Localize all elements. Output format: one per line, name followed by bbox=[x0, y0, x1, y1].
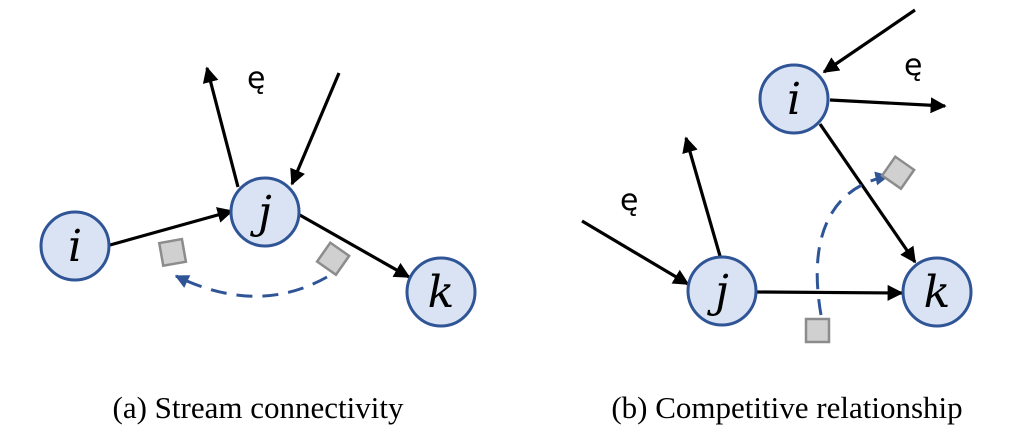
edge-b-j-out bbox=[682, 136, 722, 257]
caption-b: (b) Competitive relationship bbox=[611, 390, 962, 425]
edge-a-i-to-j bbox=[109, 207, 234, 247]
edge-label-a: ę bbox=[247, 61, 265, 96]
node-b-k-label: k bbox=[924, 267, 951, 318]
panel-b: i j k ę ę (b) Competitive relationship bbox=[581, 8, 973, 425]
edge-a-j-to-k bbox=[297, 212, 411, 279]
state-square-b-bottom bbox=[804, 317, 831, 344]
edge-b-in-j bbox=[581, 219, 690, 286]
panel-a: i j k ę (a) Stream connectivity bbox=[39, 61, 477, 425]
edge-b-j-to-k bbox=[756, 284, 904, 301]
edge-label-b-left: ę bbox=[620, 183, 638, 218]
edge-a-j-out bbox=[202, 66, 240, 188]
state-square-a-right bbox=[315, 240, 351, 277]
node-b-j bbox=[686, 255, 758, 327]
edge-b-i-to-k bbox=[818, 123, 917, 264]
node-a-k bbox=[405, 256, 477, 328]
flow-arrow-a bbox=[174, 274, 328, 298]
edge-b-in-i bbox=[822, 8, 916, 74]
node-b-k bbox=[901, 256, 973, 328]
caption-a: (a) Stream connectivity bbox=[113, 390, 404, 425]
node-a-i-label: i bbox=[68, 221, 82, 272]
edge-a-in-j bbox=[290, 72, 341, 186]
state-square-a-left bbox=[157, 237, 188, 268]
edge-label-b-top: ę bbox=[904, 48, 922, 83]
node-a-k-label: k bbox=[428, 267, 455, 318]
edge-b-i-out bbox=[829, 97, 947, 114]
node-a-i bbox=[39, 210, 111, 282]
node-a-j bbox=[229, 176, 301, 248]
node-b-i bbox=[758, 63, 830, 135]
state-square-b-top bbox=[880, 154, 916, 191]
node-b-i-label: i bbox=[787, 74, 801, 125]
